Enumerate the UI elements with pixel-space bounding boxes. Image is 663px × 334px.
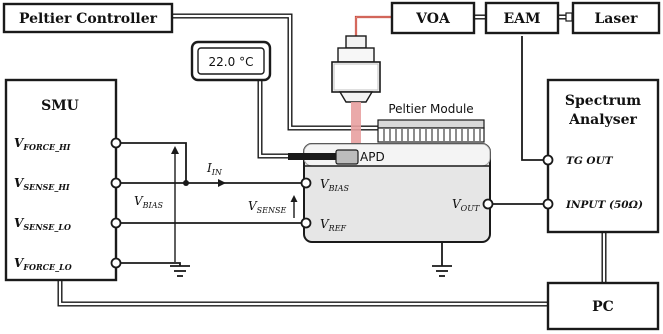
smu-port-sense-hi: VSENSE_HI (14, 176, 70, 192)
thermometer-cable (257, 78, 290, 159)
apd-chip (335, 149, 359, 165)
peltier-module: Peltier Module (377, 102, 485, 143)
thermometer-display: 22.0 °C (190, 40, 272, 82)
vbias-label: VBIAS (134, 194, 163, 210)
smu-port-force-lo: VFORCE_LO (14, 256, 72, 272)
apd-vref-label: VREF (320, 217, 347, 233)
apd-vbias-terminal (300, 177, 312, 189)
ground-icon-apd (432, 265, 452, 277)
smu-port-sense-lo: VSENSE_LO (14, 216, 71, 232)
apd-label: APD (360, 150, 385, 164)
smu-force-hi-terminal (110, 137, 122, 149)
laser-label: Laser (594, 11, 638, 27)
laser-box: Laser (571, 1, 661, 35)
smu-pc-cable (57, 280, 548, 307)
ground-icon-smu (170, 265, 190, 277)
spectrum-tg-out-terminal (542, 154, 554, 166)
spectrum-label-line2: Analyser (568, 112, 637, 128)
thermistor-probe (288, 153, 336, 160)
input-port-label: INPUT (50Ω) (565, 199, 643, 211)
smu-box: SMU (4, 78, 118, 282)
smu-sense-lo-terminal (110, 217, 122, 229)
laser-beam (351, 102, 361, 152)
tg-out-wire (521, 36, 548, 161)
force-lo-wire (116, 262, 181, 266)
peltier-controller-cable (172, 13, 378, 131)
smu-port-force-hi: VFORCE_HI (14, 136, 71, 152)
pc-label: PC (592, 299, 614, 315)
fiber-collimator (331, 35, 381, 103)
voa-label: VOA (415, 11, 451, 27)
smu-force-lo-terminal (110, 257, 122, 269)
bias-junction (183, 180, 189, 186)
apd-vout-terminal (482, 198, 494, 210)
iin-label: IIN (206, 161, 223, 177)
vbias-arrow (171, 146, 179, 262)
smu-label: SMU (41, 98, 79, 114)
force-hi-wire (116, 142, 187, 183)
pc-box: PC (546, 281, 660, 331)
apd-vref-terminal (300, 217, 312, 229)
temperature-readout: 22.0 °C (209, 55, 254, 69)
peltier-controller-box: Peltier Controller (2, 2, 174, 34)
optical-fiber (354, 15, 392, 36)
apd-vbias-label: VBIAS (320, 177, 349, 193)
voa-box: VOA (390, 1, 476, 35)
peltier-controller-label: Peltier Controller (19, 11, 158, 27)
laser-connector (565, 12, 573, 22)
spectrum-analyser-box: Spectrum Analyser TG OUT INPUT (50Ω) (546, 78, 660, 234)
vout-label: VOUT (452, 197, 480, 213)
vsense-label: VSENSE (248, 199, 286, 215)
spectrum-input-terminal (542, 198, 554, 210)
vsense-arrow (290, 195, 298, 218)
apd-box: APD (288, 143, 491, 243)
eam-box: EAM (484, 1, 560, 35)
smu-sense-hi-terminal (110, 177, 122, 189)
tg-out-port-label: TG OUT (566, 155, 614, 167)
eam-label: EAM (503, 11, 540, 27)
iin-arrow (218, 179, 226, 187)
peltier-module-label: Peltier Module (388, 102, 473, 116)
spectrum-label-line1: Spectrum (565, 93, 641, 109)
